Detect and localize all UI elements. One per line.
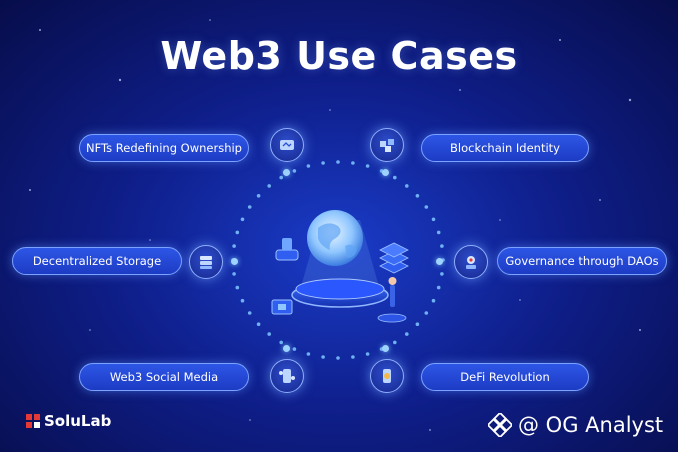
ring-dot xyxy=(279,340,284,345)
ring-dot xyxy=(292,347,297,351)
use-case-governance-daos: Governance through DAOs xyxy=(497,247,667,275)
defi-icon xyxy=(370,359,404,393)
ring-dot xyxy=(279,175,284,180)
ring-dot xyxy=(336,356,340,360)
identity-icon xyxy=(370,128,404,162)
connector-dot-identity xyxy=(382,169,389,176)
use-case-defi-revolution: DeFi Revolution xyxy=(421,363,589,391)
ring-dot xyxy=(393,175,397,180)
ring-dot xyxy=(436,285,441,290)
solulab-logo-icon xyxy=(26,414,40,428)
brand-name: SoluLab xyxy=(44,412,112,430)
use-case-nfts: NFTs Redefining Ownership xyxy=(79,134,249,162)
ring-dot xyxy=(436,230,441,235)
ring-dot xyxy=(232,244,236,248)
ring-dot xyxy=(336,160,340,164)
ring-dot xyxy=(440,272,444,276)
ring-dot xyxy=(415,322,420,327)
governance-icon xyxy=(454,245,488,279)
nft-icon xyxy=(270,128,304,162)
social-media-icon xyxy=(270,359,304,393)
ring-dot xyxy=(321,355,325,359)
ring-dot xyxy=(365,164,370,168)
ring-dot xyxy=(306,352,311,356)
ring-dot xyxy=(247,205,252,209)
page-title: Web3 Use Cases xyxy=(160,34,518,78)
ring-dot xyxy=(424,205,429,209)
ring-dot xyxy=(306,164,311,168)
solulab-logo: SoluLab xyxy=(26,412,111,430)
ring-dot xyxy=(292,169,297,173)
connector-dot-social xyxy=(283,345,290,352)
watermark-text: @ OG Analyst xyxy=(518,413,664,437)
ring-dot xyxy=(240,217,245,222)
ring-dot xyxy=(393,340,397,345)
ring-dot xyxy=(365,352,370,356)
ring-dot xyxy=(240,298,245,303)
ring-dot xyxy=(235,285,240,290)
connector-dot-governance xyxy=(436,258,443,265)
ring-dot xyxy=(351,355,355,359)
ring-dot xyxy=(405,184,409,188)
ring-dot xyxy=(247,311,252,315)
ring-dot xyxy=(321,161,325,165)
ring-dot xyxy=(405,332,409,336)
ring-dot xyxy=(415,194,420,198)
ring-dot xyxy=(424,311,429,315)
use-case-web3-social-media: Web3 Social Media xyxy=(79,363,249,391)
connector-dot-storage xyxy=(231,258,238,265)
ring-dot xyxy=(232,272,236,276)
binance-diamond-icon xyxy=(488,413,512,437)
use-case-blockchain-identity: Blockchain Identity xyxy=(421,134,589,162)
ring-dot xyxy=(256,322,261,327)
ring-dot xyxy=(267,332,272,336)
ring-dot xyxy=(431,217,436,222)
ring-dot xyxy=(351,161,355,165)
ring-dot xyxy=(431,298,436,303)
ring-dot xyxy=(256,194,261,198)
ring-dot xyxy=(440,244,444,248)
watermark: @ OG Analyst xyxy=(488,413,663,437)
ring-dot xyxy=(267,184,272,188)
ring-dot xyxy=(235,230,240,235)
use-case-decentralized-storage: Decentralized Storage xyxy=(12,247,182,275)
connector-dot-nfts xyxy=(283,169,290,176)
storage-icon xyxy=(189,245,223,279)
connector-dot-defi xyxy=(382,345,389,352)
